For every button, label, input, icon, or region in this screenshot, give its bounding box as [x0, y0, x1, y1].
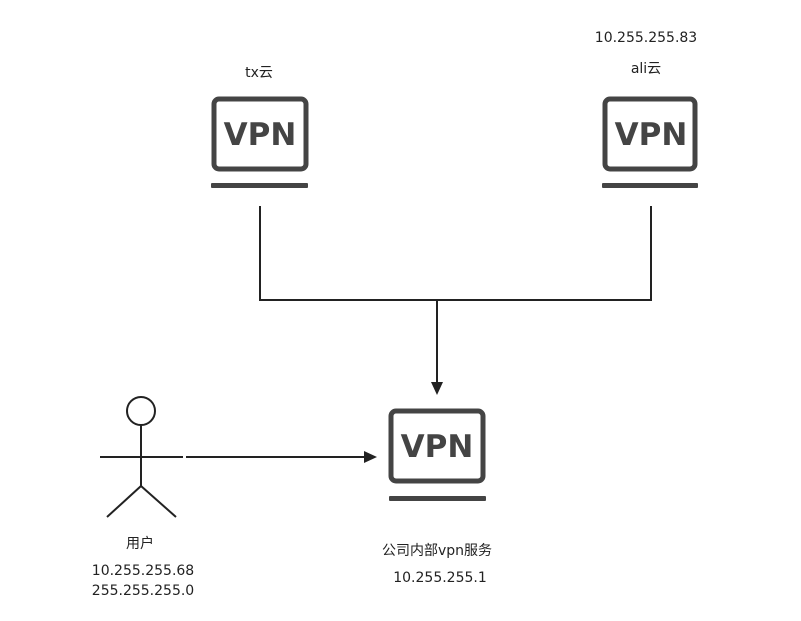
- ali-base: [602, 183, 698, 188]
- internal-ip: 10.255.255.1: [393, 570, 487, 586]
- user-ip: 10.255.255.68: [92, 563, 194, 579]
- internal-screen: [388, 408, 486, 484]
- person-icon: [100, 396, 183, 518]
- user-netmask: 255.255.255.0: [92, 583, 194, 599]
- ali-vpn-node[interactable]: 10.255.255.83 ali云 VPN: [595, 30, 698, 188]
- cloud-bus-line: [259, 206, 652, 301]
- ali-ip: 10.255.255.83: [595, 30, 697, 46]
- bus-arrowhead: [431, 382, 443, 395]
- internal-label: 公司内部vpn服务: [382, 543, 492, 559]
- internal-vpn-node[interactable]: VPN 公司内部vpn服务 10.255.255.1: [382, 408, 492, 586]
- tx-screen: [211, 96, 309, 172]
- actor-head: [126, 396, 156, 426]
- user-label: 用户: [126, 535, 154, 552]
- tx-vpn-icon: VPN: [211, 96, 309, 188]
- tx-base: [211, 183, 308, 188]
- user-actor[interactable]: 用户 10.255.255.68 255.255.255.0: [92, 396, 194, 599]
- ali-screen: [602, 96, 698, 172]
- cloud-connector: [259, 206, 652, 395]
- user-connector: [186, 451, 377, 463]
- ali-vpn-icon: VPN: [602, 96, 698, 188]
- ali-vpn-text: VPN: [615, 117, 688, 153]
- tx-vpn-node[interactable]: tx云 VPN: [211, 65, 309, 188]
- tx-label: tx云: [245, 65, 273, 81]
- actor-right-leg: [140, 485, 177, 518]
- user-arrowhead: [364, 451, 377, 463]
- internal-vpn-icon: VPN: [388, 408, 486, 501]
- internal-vpn-text: VPN: [401, 429, 474, 465]
- internal-base: [389, 496, 486, 501]
- actor-left-leg: [106, 485, 142, 518]
- tx-vpn-text: VPN: [224, 117, 297, 153]
- ali-label: ali云: [631, 61, 661, 77]
